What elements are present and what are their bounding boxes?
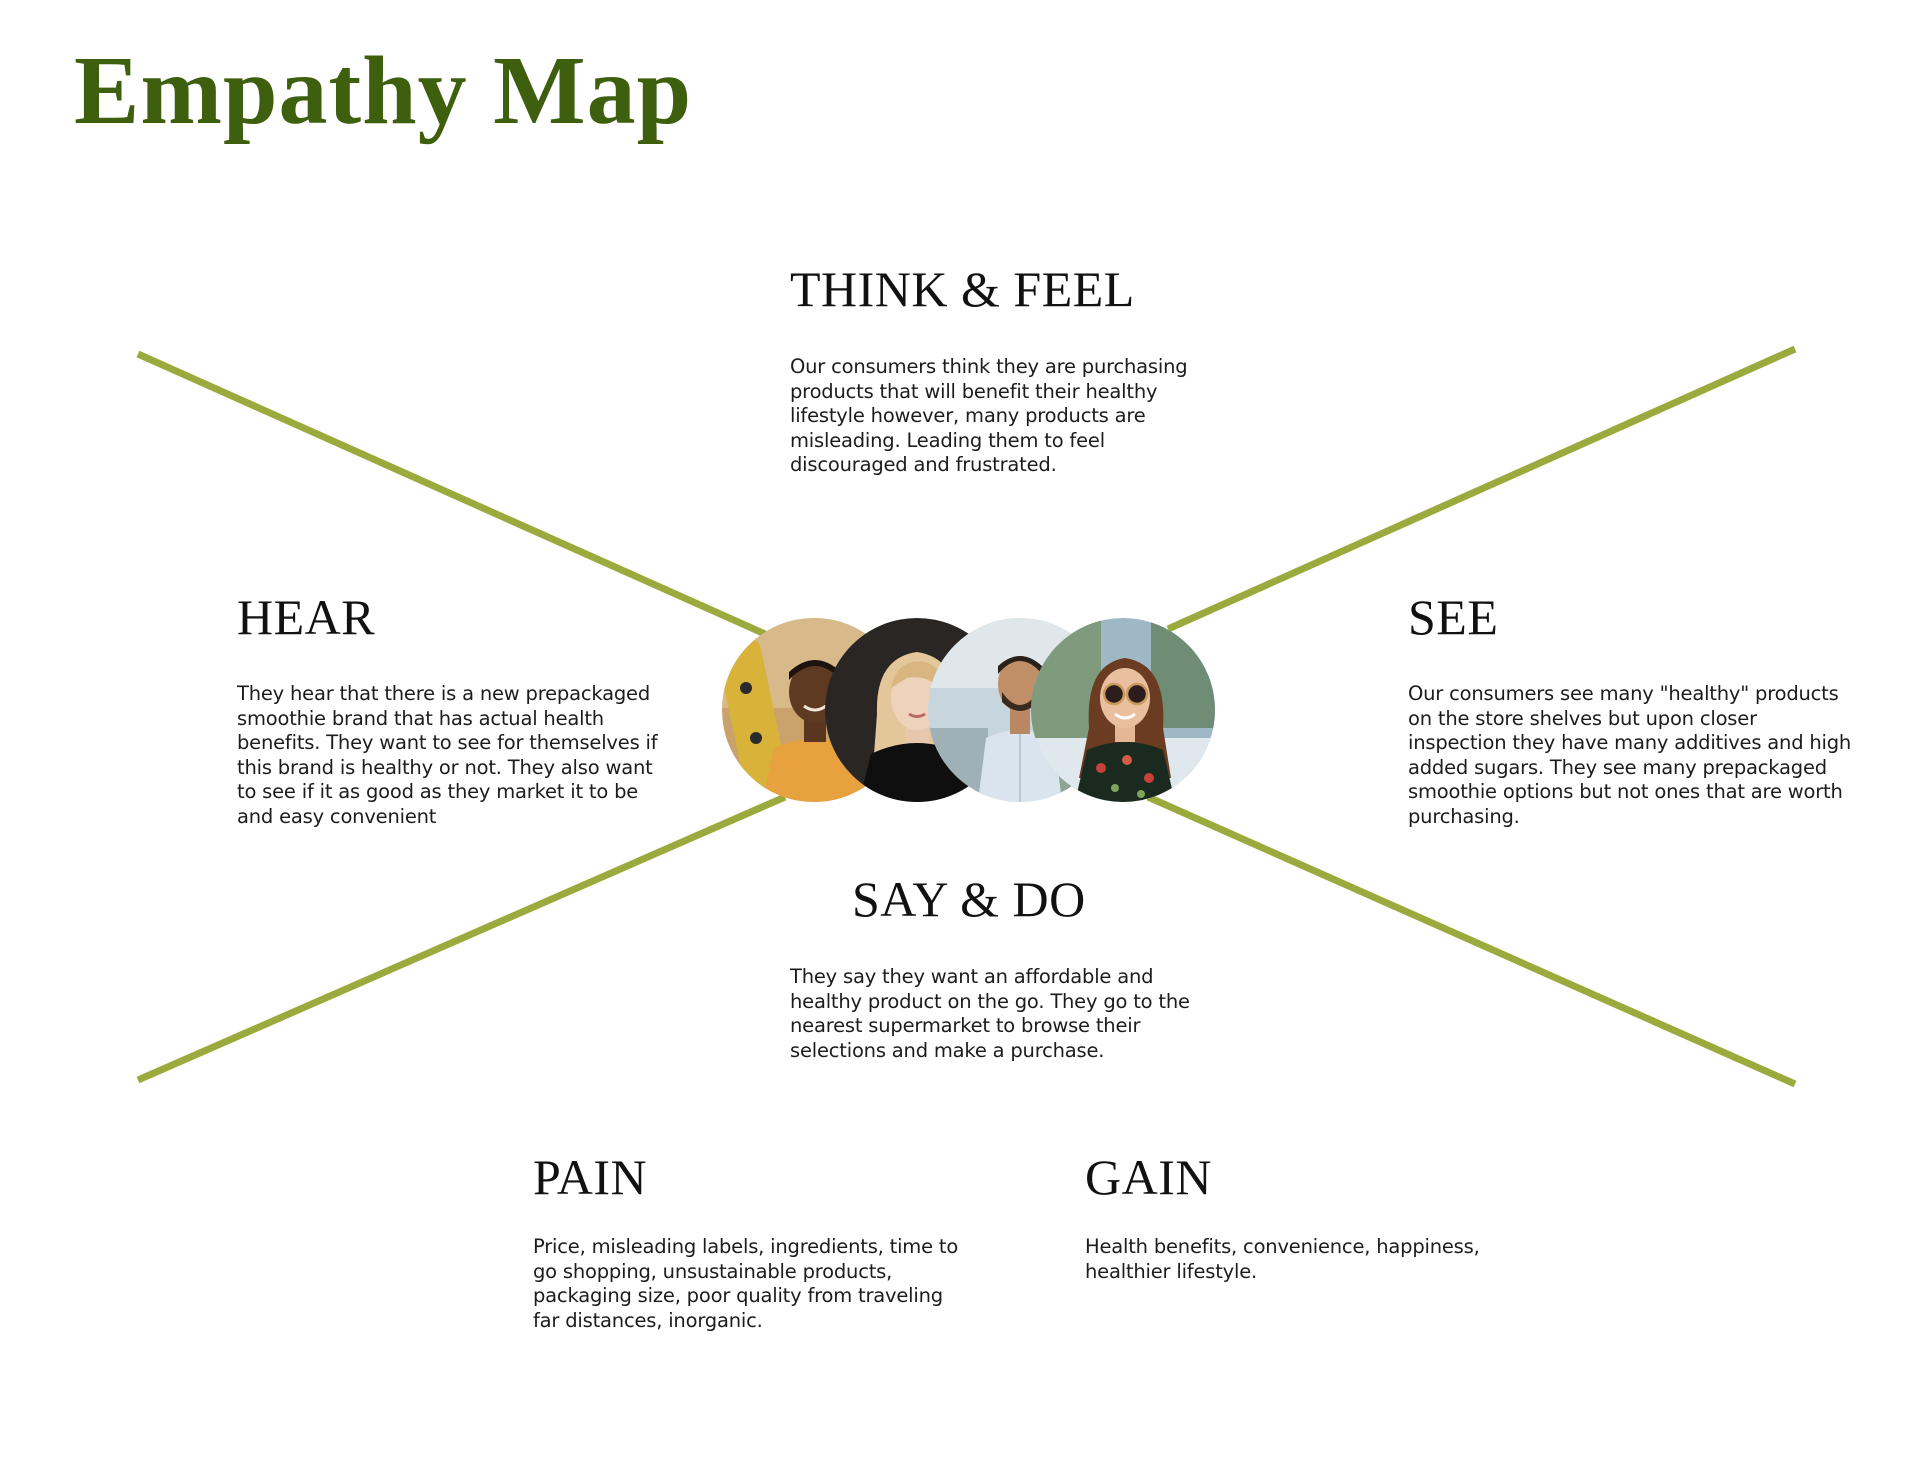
line-upper-left [136, 350, 767, 638]
section-see: SEE Our consumers see many "healthy" pro… [1408, 590, 1858, 830]
gain-heading: GAIN [1085, 1149, 1212, 1205]
hear-text: They hear that there is a new prepackage… [237, 682, 658, 828]
section-say-do: SAY & DO They say they want an affordabl… [790, 872, 1220, 1063]
gain-text: Health benefits, convenience, happiness,… [1085, 1235, 1480, 1283]
think-feel-heading: THINK & FEEL [790, 261, 1135, 317]
page-title: Empathy Map [74, 37, 693, 145]
think-feel-text: Our consumers think they are purchasing … [790, 355, 1188, 477]
see-heading: SEE [1408, 589, 1499, 645]
line-lower-left [136, 793, 787, 1084]
say-do-heading: SAY & DO [852, 871, 1086, 927]
hear-heading: HEAR [237, 589, 376, 645]
pain-text: Price, misleading labels, ingredients, t… [533, 1235, 959, 1332]
pain-heading: PAIN [533, 1149, 648, 1205]
persona-avatar-4 [1031, 618, 1215, 802]
persona-photo-woman-sunglasses-floral-icon [1031, 618, 1215, 802]
say-do-text: They say they want an affordable and hea… [790, 965, 1190, 1062]
section-pain: PAIN Price, misleading labels, ingredien… [533, 1150, 973, 1333]
line-lower-right [1146, 793, 1797, 1088]
see-text: Our consumers see many "healthy" product… [1408, 682, 1852, 828]
section-hear: HEAR They hear that there is a new prepa… [237, 590, 677, 830]
section-think-feel: THINK & FEEL Our consumers think they ar… [790, 262, 1220, 478]
line-upper-right [1166, 345, 1797, 633]
section-gain: GAIN Health benefits, convenience, happi… [1085, 1150, 1505, 1284]
